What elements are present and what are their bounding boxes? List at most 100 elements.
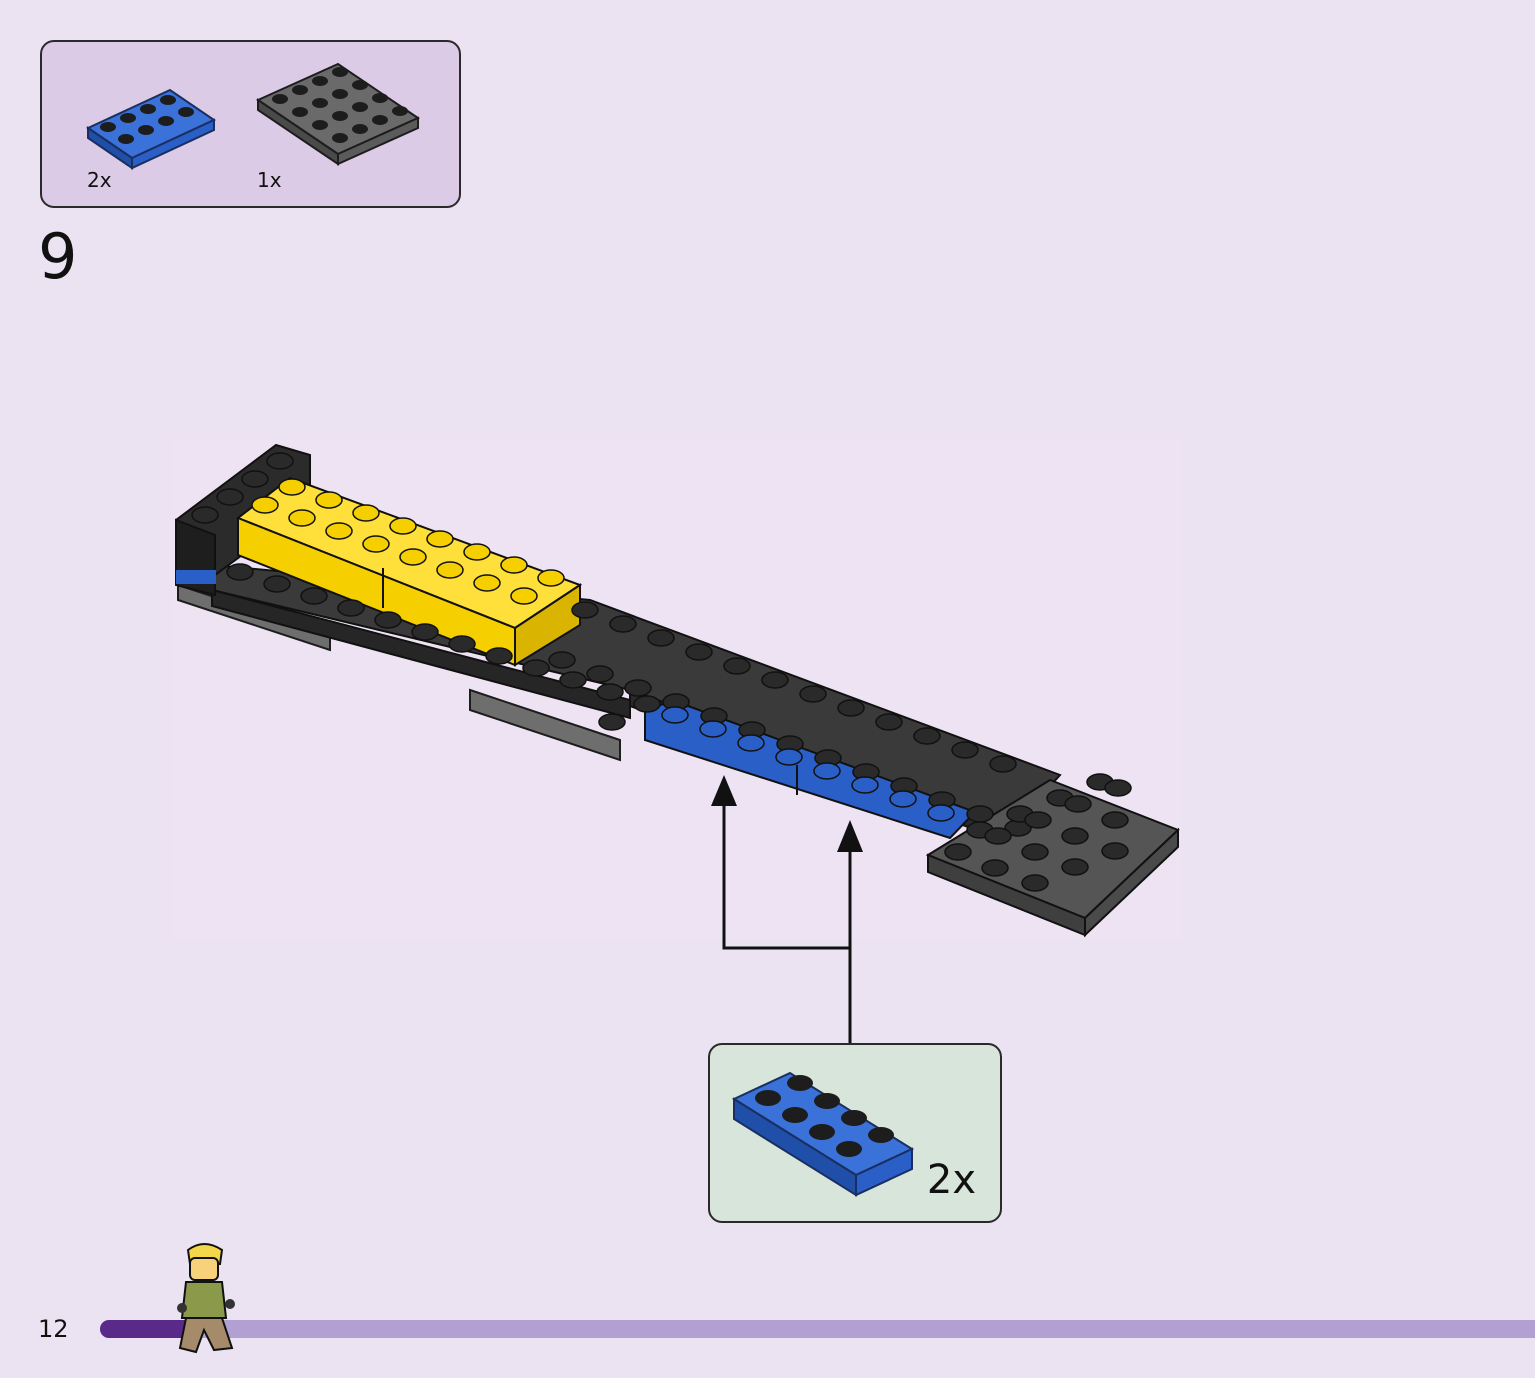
stud bbox=[473, 574, 501, 592]
stud bbox=[761, 671, 789, 689]
stud bbox=[609, 615, 637, 633]
stud bbox=[852, 763, 880, 781]
stud bbox=[700, 707, 728, 725]
stud bbox=[374, 611, 402, 629]
blue-plate-part-icon bbox=[85, 88, 217, 170]
stud bbox=[662, 693, 690, 711]
stud bbox=[325, 522, 353, 540]
stud bbox=[337, 599, 365, 617]
stud bbox=[510, 587, 538, 605]
part-qty-gray-plate: 1x bbox=[257, 168, 282, 192]
stud bbox=[266, 452, 294, 470]
stud bbox=[1021, 843, 1049, 861]
page-number: 12 bbox=[38, 1315, 69, 1343]
stud bbox=[913, 727, 941, 745]
stud bbox=[1004, 819, 1032, 837]
stud bbox=[548, 651, 576, 669]
stud bbox=[966, 821, 994, 839]
stud bbox=[485, 647, 513, 665]
stud bbox=[928, 791, 956, 809]
stud bbox=[647, 629, 675, 647]
stud bbox=[426, 530, 454, 548]
stud bbox=[890, 777, 918, 795]
stud bbox=[1064, 795, 1092, 813]
stud bbox=[300, 587, 328, 605]
stud bbox=[226, 563, 254, 581]
stud bbox=[799, 685, 827, 703]
gray-plate-part-icon bbox=[255, 62, 421, 166]
underside-gray-plates bbox=[177, 583, 621, 762]
stud bbox=[1061, 827, 1089, 845]
stud bbox=[537, 569, 565, 587]
stud bbox=[1101, 811, 1129, 829]
parts-list-illustrations bbox=[85, 62, 421, 170]
stud bbox=[1104, 779, 1132, 797]
stud bbox=[463, 543, 491, 561]
stud bbox=[500, 556, 528, 574]
blue-plates-installed bbox=[644, 698, 977, 840]
stud bbox=[1021, 874, 1049, 892]
stud bbox=[399, 548, 427, 566]
stud bbox=[966, 805, 994, 823]
stud bbox=[737, 734, 765, 752]
progress-bar bbox=[100, 1320, 1535, 1338]
callout-part-illustration bbox=[731, 1071, 915, 1197]
stud bbox=[1006, 805, 1034, 823]
stud bbox=[596, 683, 624, 701]
stud bbox=[241, 470, 269, 488]
stud bbox=[288, 509, 316, 527]
stud bbox=[1046, 789, 1074, 807]
stud bbox=[586, 665, 614, 683]
gray-plate-installed bbox=[925, 778, 1180, 938]
stud bbox=[837, 699, 865, 717]
stud bbox=[571, 601, 599, 619]
stud bbox=[389, 517, 417, 535]
stud bbox=[315, 491, 343, 509]
stud bbox=[989, 755, 1017, 773]
illustration-backdrop bbox=[172, 440, 1182, 940]
stud bbox=[984, 827, 1012, 845]
stud bbox=[362, 535, 390, 553]
stud bbox=[624, 679, 652, 697]
stud bbox=[814, 749, 842, 767]
callout-box: 2x bbox=[708, 1043, 1002, 1223]
parts-list-box: 2x 1x bbox=[40, 40, 461, 208]
studs bbox=[191, 452, 1132, 892]
stud bbox=[951, 741, 979, 759]
callout-qty: 2x bbox=[926, 1157, 976, 1203]
stud bbox=[981, 859, 1009, 877]
stud bbox=[216, 488, 244, 506]
stud bbox=[723, 657, 751, 675]
stud bbox=[352, 504, 380, 522]
stud bbox=[685, 643, 713, 661]
stud bbox=[251, 496, 279, 514]
stud bbox=[1024, 811, 1052, 829]
stud bbox=[559, 671, 587, 689]
stud bbox=[191, 506, 219, 524]
placement-arrows bbox=[722, 800, 852, 1043]
stud bbox=[1061, 858, 1089, 876]
stud bbox=[738, 721, 766, 739]
stud bbox=[889, 790, 917, 808]
stud bbox=[1101, 842, 1129, 860]
stud bbox=[775, 748, 803, 766]
stud bbox=[263, 575, 291, 593]
stud bbox=[944, 843, 972, 861]
arrow-head-left bbox=[711, 775, 737, 806]
step-number: 9 bbox=[38, 220, 78, 293]
progress-bar-fill bbox=[100, 1320, 194, 1338]
black-base-plates bbox=[211, 563, 1062, 844]
stud bbox=[927, 804, 955, 822]
stud bbox=[448, 635, 476, 653]
arrow-head-right bbox=[837, 820, 863, 852]
stud bbox=[851, 776, 879, 794]
stud bbox=[436, 561, 464, 579]
stud bbox=[598, 713, 626, 731]
stud bbox=[278, 478, 306, 496]
yellow-bricks bbox=[235, 476, 583, 667]
stud bbox=[411, 623, 439, 641]
part-qty-blue-plate: 2x bbox=[87, 168, 112, 192]
stud bbox=[813, 762, 841, 780]
stud bbox=[875, 713, 903, 731]
stud bbox=[661, 706, 689, 724]
